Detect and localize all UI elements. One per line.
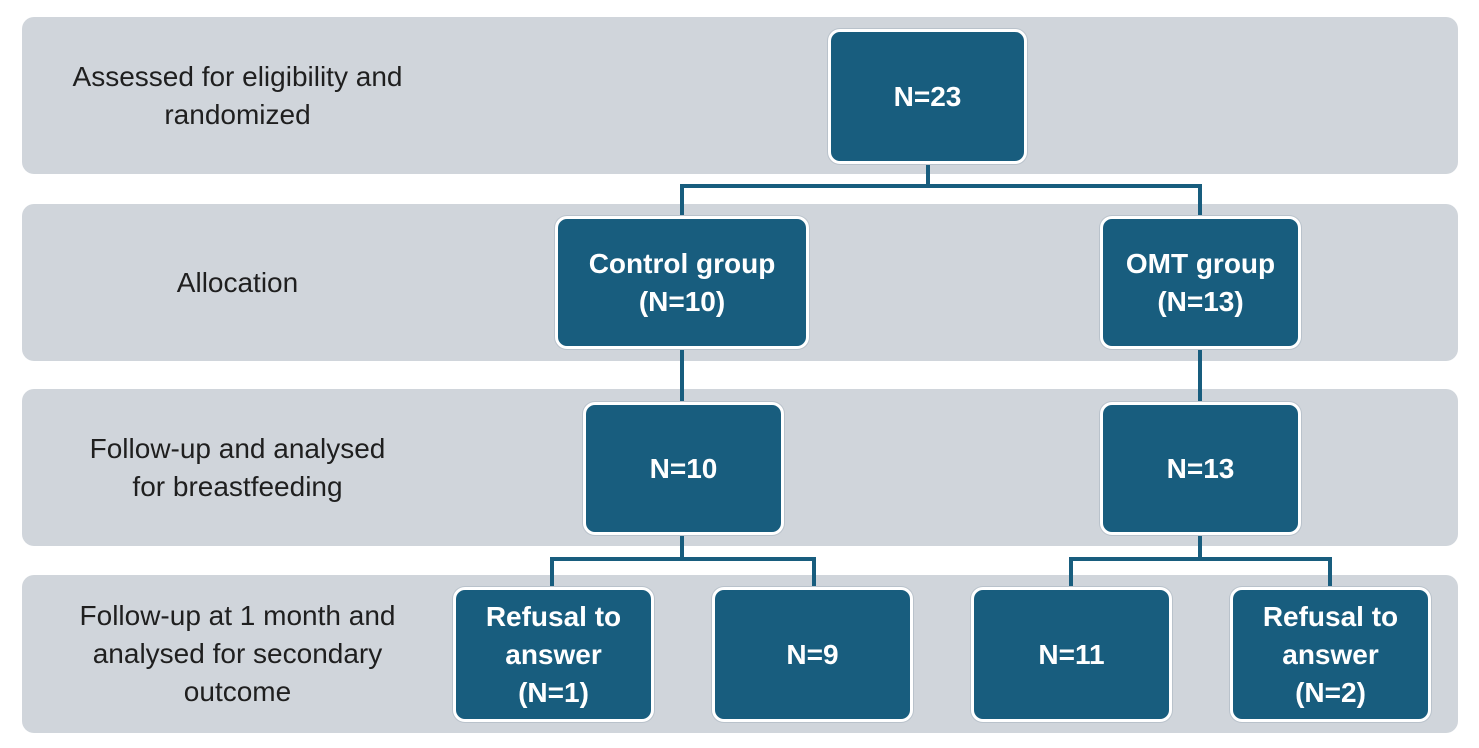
node-text: N=13 — [1166, 452, 1235, 484]
omt-group-node: OMT group (N=13) — [1100, 216, 1301, 349]
node-text: answer — [1282, 638, 1379, 670]
stage-label-line: Assessed for eligibility and — [72, 60, 403, 92]
stage-label-followup-1-month: Follow-up at 1 month and analysed for se… — [30, 575, 445, 733]
node-text: N=10 — [649, 452, 718, 484]
node-text: (N=10) — [638, 285, 726, 317]
node-text: (N=1) — [518, 676, 589, 708]
stage-label-line: analysed for secondary — [92, 638, 383, 669]
omt-refusal-node: Refusal to answer (N=2) — [1230, 587, 1431, 722]
stage-label-line: for breastfeeding — [132, 470, 343, 502]
node-text: N=11 — [1038, 638, 1105, 670]
stage-label-line: Allocation — [176, 266, 299, 298]
node-text: answer — [505, 638, 602, 670]
randomized-total-node: N=23 — [828, 29, 1027, 164]
node-text: OMT group — [1125, 247, 1276, 279]
control-refusal-node: Refusal to answer (N=1) — [453, 587, 654, 722]
omt-analysed-node: N=11 — [971, 587, 1172, 722]
stage-label-followup-breastfeeding: Follow-up and analysed for breastfeeding — [30, 389, 445, 546]
node-text: Refusal to — [485, 600, 622, 632]
node-text: (N=13) — [1157, 285, 1244, 317]
stage-label-line: Follow-up at 1 month and — [79, 600, 396, 631]
node-text: Refusal to — [1262, 600, 1399, 632]
node-text: N=23 — [893, 80, 962, 112]
stage-band-eligibility — [22, 17, 1458, 174]
stage-label-eligibility: Assessed for eligibility and randomized — [30, 17, 445, 174]
control-analysed-node: N=9 — [712, 587, 913, 722]
node-text: Control group — [588, 247, 776, 279]
stage-label-line: randomized — [164, 98, 311, 130]
control-followup-node: N=10 — [583, 402, 784, 535]
control-group-node: Control group (N=10) — [555, 216, 809, 349]
omt-followup-node: N=13 — [1100, 402, 1301, 535]
stage-label-allocation: Allocation — [30, 204, 445, 361]
stage-label-line: Follow-up and analysed — [89, 432, 386, 464]
node-text: (N=2) — [1295, 676, 1366, 708]
stage-label-line: outcome — [183, 676, 292, 707]
node-text: N=9 — [786, 638, 839, 670]
